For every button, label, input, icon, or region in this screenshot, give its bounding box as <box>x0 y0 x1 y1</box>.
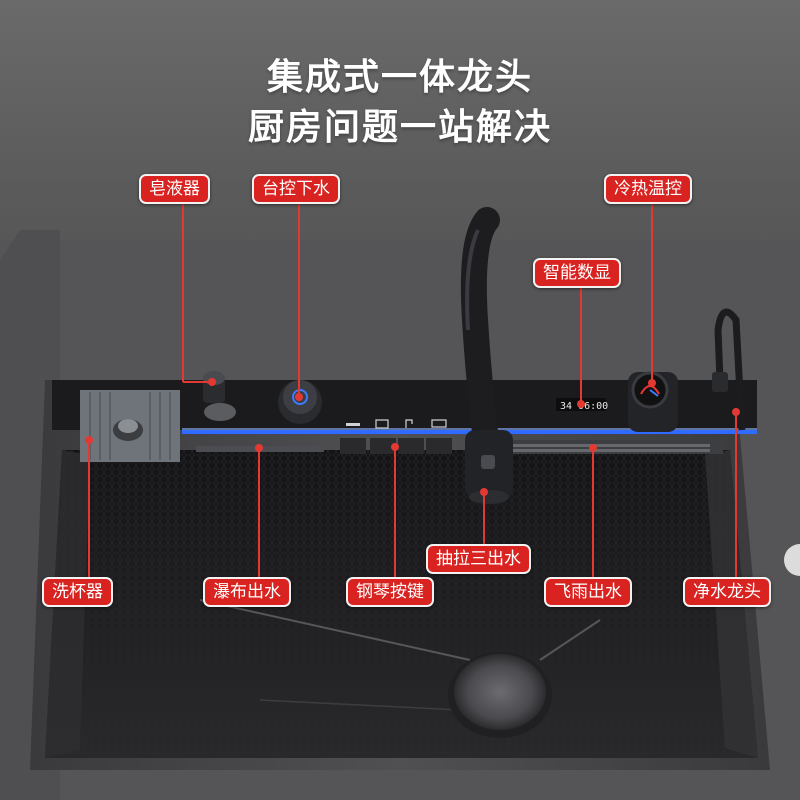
callout-hot-cold-control: 冷热温控 <box>604 174 692 204</box>
piano-key <box>340 438 366 454</box>
callout-rain-outlet: 飞雨出水 <box>544 577 632 607</box>
purified-faucet <box>714 308 746 431</box>
callout-waterfall-outlet: 瀑布出水 <box>203 577 291 607</box>
piano-key <box>398 438 424 454</box>
drain-cover <box>454 654 546 730</box>
callout-cup-washer: 洗杯器 <box>42 577 113 607</box>
callout-piano-keys: 钢琴按键 <box>346 577 434 607</box>
headline-line-2: 厨房问题一站解决 <box>247 107 552 148</box>
piano-key <box>370 438 396 454</box>
side-cup <box>784 544 800 576</box>
piano-key <box>426 438 452 454</box>
callout-pullout-three-mode: 抽拉三出水 <box>426 544 531 574</box>
callout-countertop-drain: 台控下水 <box>252 174 340 204</box>
pullout-faucet <box>460 207 503 483</box>
headline-line-1: 集成式一体龙头 <box>266 57 533 98</box>
callout-purified-faucet: 净水龙头 <box>683 577 771 607</box>
soap-dispenser <box>203 378 225 403</box>
callout-smart-display: 智能数显 <box>533 258 621 288</box>
callout-soap-dispenser: 皂液器 <box>139 174 210 204</box>
